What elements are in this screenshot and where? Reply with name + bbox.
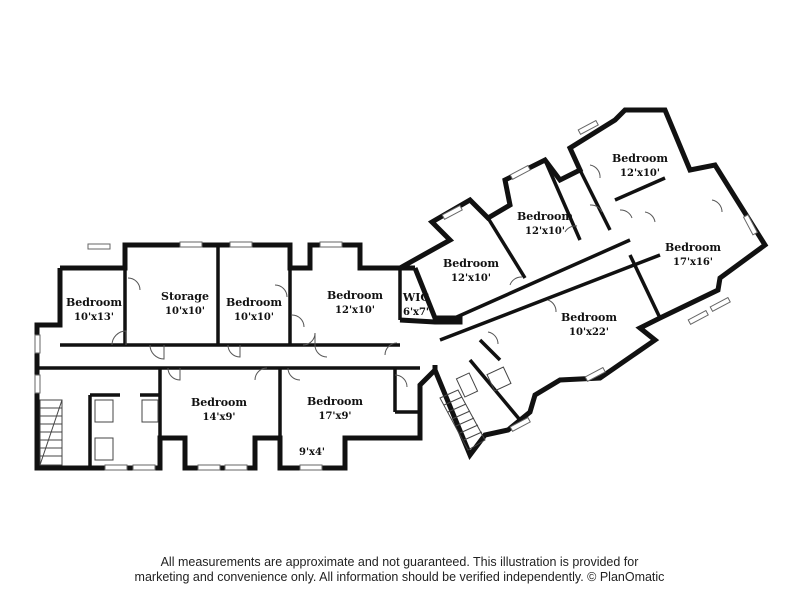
room-label-bedroom-5: Bedroom 12'x10' [517,210,573,237]
room-label-bedroom-4: Bedroom 12'x10' [443,257,499,284]
svg-text:10'x10': 10'x10' [234,312,274,323]
room-label-bedroom-3: Bedroom 12'x10' [327,289,383,316]
svg-text:12'x10': 12'x10' [451,273,491,284]
svg-text:10'x13': 10'x13' [74,312,114,323]
room-label-bedroom-7: Bedroom 17'x16' [665,241,721,268]
svg-text:Bedroom: Bedroom [307,395,363,408]
svg-text:WIC: WIC [402,291,429,304]
wic-connector-walls [399,267,463,325]
west-stairs [39,399,63,466]
svg-text:Bedroom: Bedroom [665,241,721,254]
svg-text:6'x7': 6'x7' [403,307,429,318]
west-wing-walls [34,242,438,471]
svg-text:12'x10': 12'x10' [335,305,375,316]
svg-text:Bedroom: Bedroom [561,311,617,324]
room-label-wic: WIC 6'x7' [402,291,429,318]
svg-text:12'x10': 12'x10' [525,226,565,237]
svg-text:Bedroom: Bedroom [191,396,247,409]
room-label-bedroom-8: Bedroom 10'x22' [561,311,617,338]
east-wing-walls [398,107,769,461]
room-label-bedroom-2: Bedroom 10'x10' [226,296,282,323]
floor-plan: Bedroom 10'x13' Storage 10'x10' Bedroom … [34,107,769,471]
svg-text:17'x16': 17'x16' [673,257,713,268]
windows [34,119,759,471]
svg-text:Bedroom: Bedroom [327,289,383,302]
room-label-bedroom-9: Bedroom 14'x9' [191,396,247,423]
svg-text:Bedroom: Bedroom [226,296,282,309]
svg-text:10'x10': 10'x10' [165,306,205,317]
closet-dimension-label: 9'x4' [299,447,325,458]
west-bath-fixtures [94,399,159,461]
svg-text:Storage: Storage [161,290,209,303]
east-stairs [439,366,512,451]
svg-text:Bedroom: Bedroom [66,296,122,309]
doors [111,164,723,388]
svg-text:Bedroom: Bedroom [612,152,668,165]
room-label-storage: Storage 10'x10' [161,290,209,317]
svg-text:17'x9': 17'x9' [319,411,352,422]
disclaimer-line-2: marketing and convenience only. All info… [134,570,665,584]
svg-text:10'x22': 10'x22' [569,327,609,338]
svg-text:Bedroom: Bedroom [517,210,573,223]
svg-text:14'x9': 14'x9' [203,412,236,423]
svg-text:Bedroom: Bedroom [443,257,499,270]
room-label-bedroom-10: Bedroom 17'x9' [307,395,363,422]
disclaimer: All measurements are approximate and not… [0,555,799,585]
room-label-bedroom-1: Bedroom 10'x13' [66,296,122,323]
disclaimer-line-1: All measurements are approximate and not… [160,555,639,569]
svg-text:12'x10': 12'x10' [620,168,660,179]
room-label-bedroom-6: Bedroom 12'x10' [612,152,668,179]
